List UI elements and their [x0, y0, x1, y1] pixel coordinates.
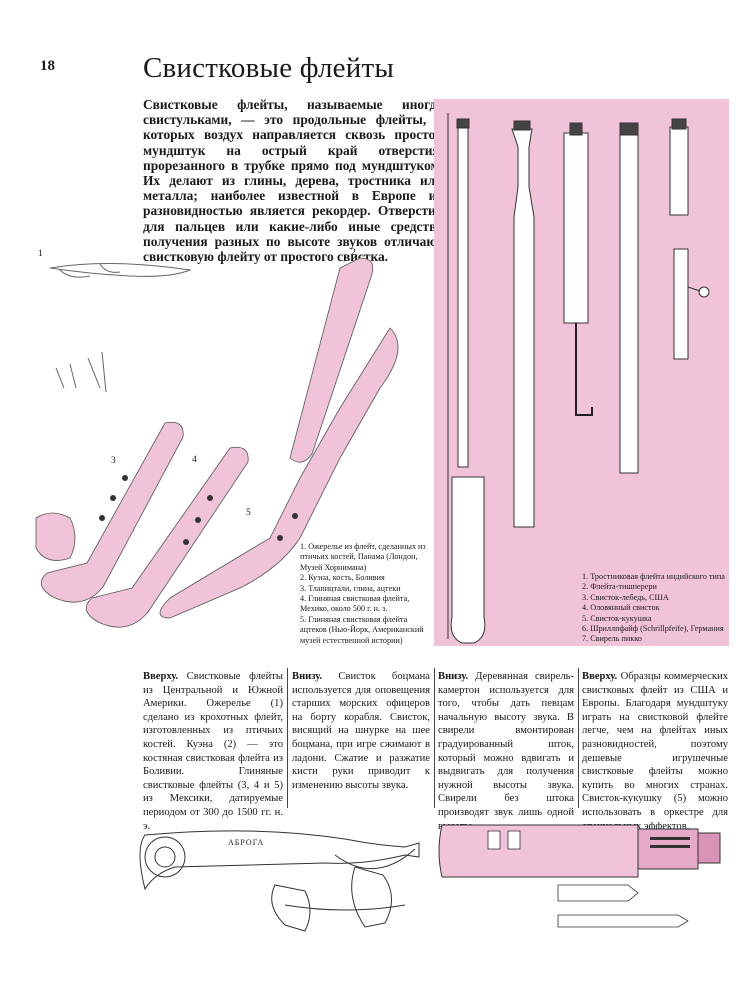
illustration-whistle-flutes [447, 113, 710, 644]
legend-item: 3. Тлапицтали, глина, ацтеки [300, 583, 401, 593]
legend-item: 1. Тростниковая флейта индийского типа [582, 572, 725, 581]
caption-bosun-whistle: Внизу. Свисток боцмана используется для … [292, 670, 430, 792]
legend-left: 1. Ожерелье из флейт, сделанных из птичь… [300, 542, 430, 646]
figure-label-5: 5 [246, 508, 251, 518]
caption-text: Образцы коммерческих свистковых флейт из… [582, 671, 728, 832]
column-divider [434, 668, 435, 808]
legend-item: 1. Ожерелье из флейт, сделанных из птичь… [300, 542, 426, 572]
legend-item: 2. Флейта-тишперери [582, 582, 657, 592]
legend-item: 5. Свисток-кукушка [582, 613, 652, 623]
caption-pitch-pipe: Внизу. Деревянная свирель-камертон испол… [438, 670, 574, 833]
caption-american-flutes: Вверху. Свистковые флейты из Центральной… [143, 670, 283, 833]
caption-text: Свисток боцмана используется для оповеще… [292, 671, 430, 791]
caption-lead: Вверху. [582, 671, 618, 682]
caption-lead: Внизу. [292, 671, 323, 682]
legend-right: 1. Тростниковая флейта индийского типа 2… [582, 572, 728, 645]
figure-label-4: 4 [192, 455, 197, 465]
illustration-bosun-whistle [139, 830, 420, 932]
bosun-whistle-inscription: АБРОГА [228, 838, 265, 847]
legend-item: 7. Свирель пикко [582, 634, 642, 644]
legend-item: 6. Шриллпфайф (Schrillpfeife), Германия [582, 624, 724, 634]
legend-item: 3. Свисток-лебедь, США [582, 592, 669, 602]
legend-item: 4. Глиняная свистковая флейта, Мехико, о… [300, 594, 410, 614]
caption-commercial-whistles: Вверху. Образцы коммерческих свистковых … [582, 670, 728, 833]
illustration-american-flutes [35, 257, 399, 628]
legend-item: 4. Оловянный свисток [582, 603, 660, 613]
figure-label-2: 2 [351, 248, 356, 258]
caption-lead: Вверху. [143, 671, 179, 682]
legend-item: 5. Глиняная свистковая флейта ацтеков (Н… [300, 614, 424, 645]
caption-lead: Внизу. [438, 671, 469, 682]
caption-text: Деревянная свирель-камертон используется… [438, 671, 574, 832]
figure-label-3: 3 [111, 456, 116, 466]
page-title: Свистковые флейты [143, 52, 395, 84]
legend-item: 2. Куэна, кость, Боливия [300, 573, 385, 583]
intro-paragraph: Свистковые флейты, называемые иногда сви… [143, 97, 443, 265]
column-divider [287, 668, 288, 808]
page-number: 18 [40, 58, 55, 74]
illustration-pitch-pipe [438, 824, 721, 928]
figure-label-1: 1 [38, 249, 43, 259]
column-divider [578, 668, 579, 808]
caption-text: Свистковые флейты из Центральной и Южной… [143, 671, 283, 832]
